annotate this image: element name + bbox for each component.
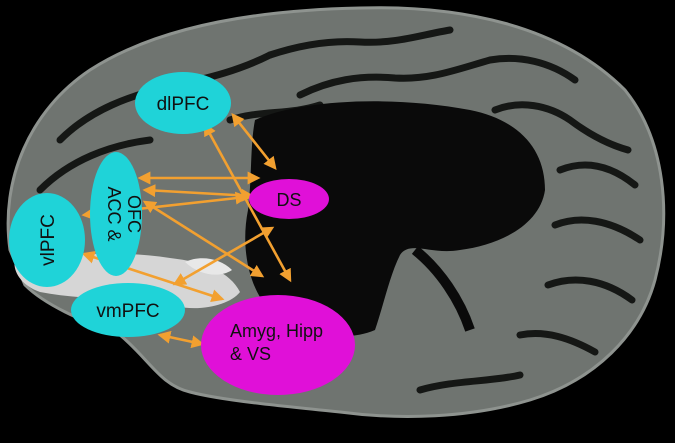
node-dlpfc: dlPFC <box>135 72 231 134</box>
node-vmpfc-label: vmPFC <box>96 301 159 322</box>
node-amyg-label-line1: Amyg, Hipp <box>230 321 323 341</box>
node-acc-label-line1: ACC & <box>104 186 124 241</box>
corpus-callosum-region <box>245 101 545 337</box>
node-amyg-hipp-vs: Amyg, Hipp & VS <box>201 295 355 395</box>
node-amyg-label-line2: & VS <box>230 344 271 364</box>
node-acc-ofc: ACC & OFC <box>90 152 144 276</box>
node-ds-label: DS <box>276 190 301 210</box>
node-acc-label-line2: OFC <box>124 195 144 233</box>
node-vlpfc: vlPFC <box>9 193 85 287</box>
node-vmpfc: vmPFC <box>71 283 185 337</box>
node-dlpfc-label: dlPFC <box>157 94 210 115</box>
node-vlpfc-label: vlPFC <box>38 214 59 266</box>
arrow-vmpfc-amyg <box>157 330 205 349</box>
connection-arrows <box>81 112 292 349</box>
node-ds: DS <box>249 179 329 219</box>
